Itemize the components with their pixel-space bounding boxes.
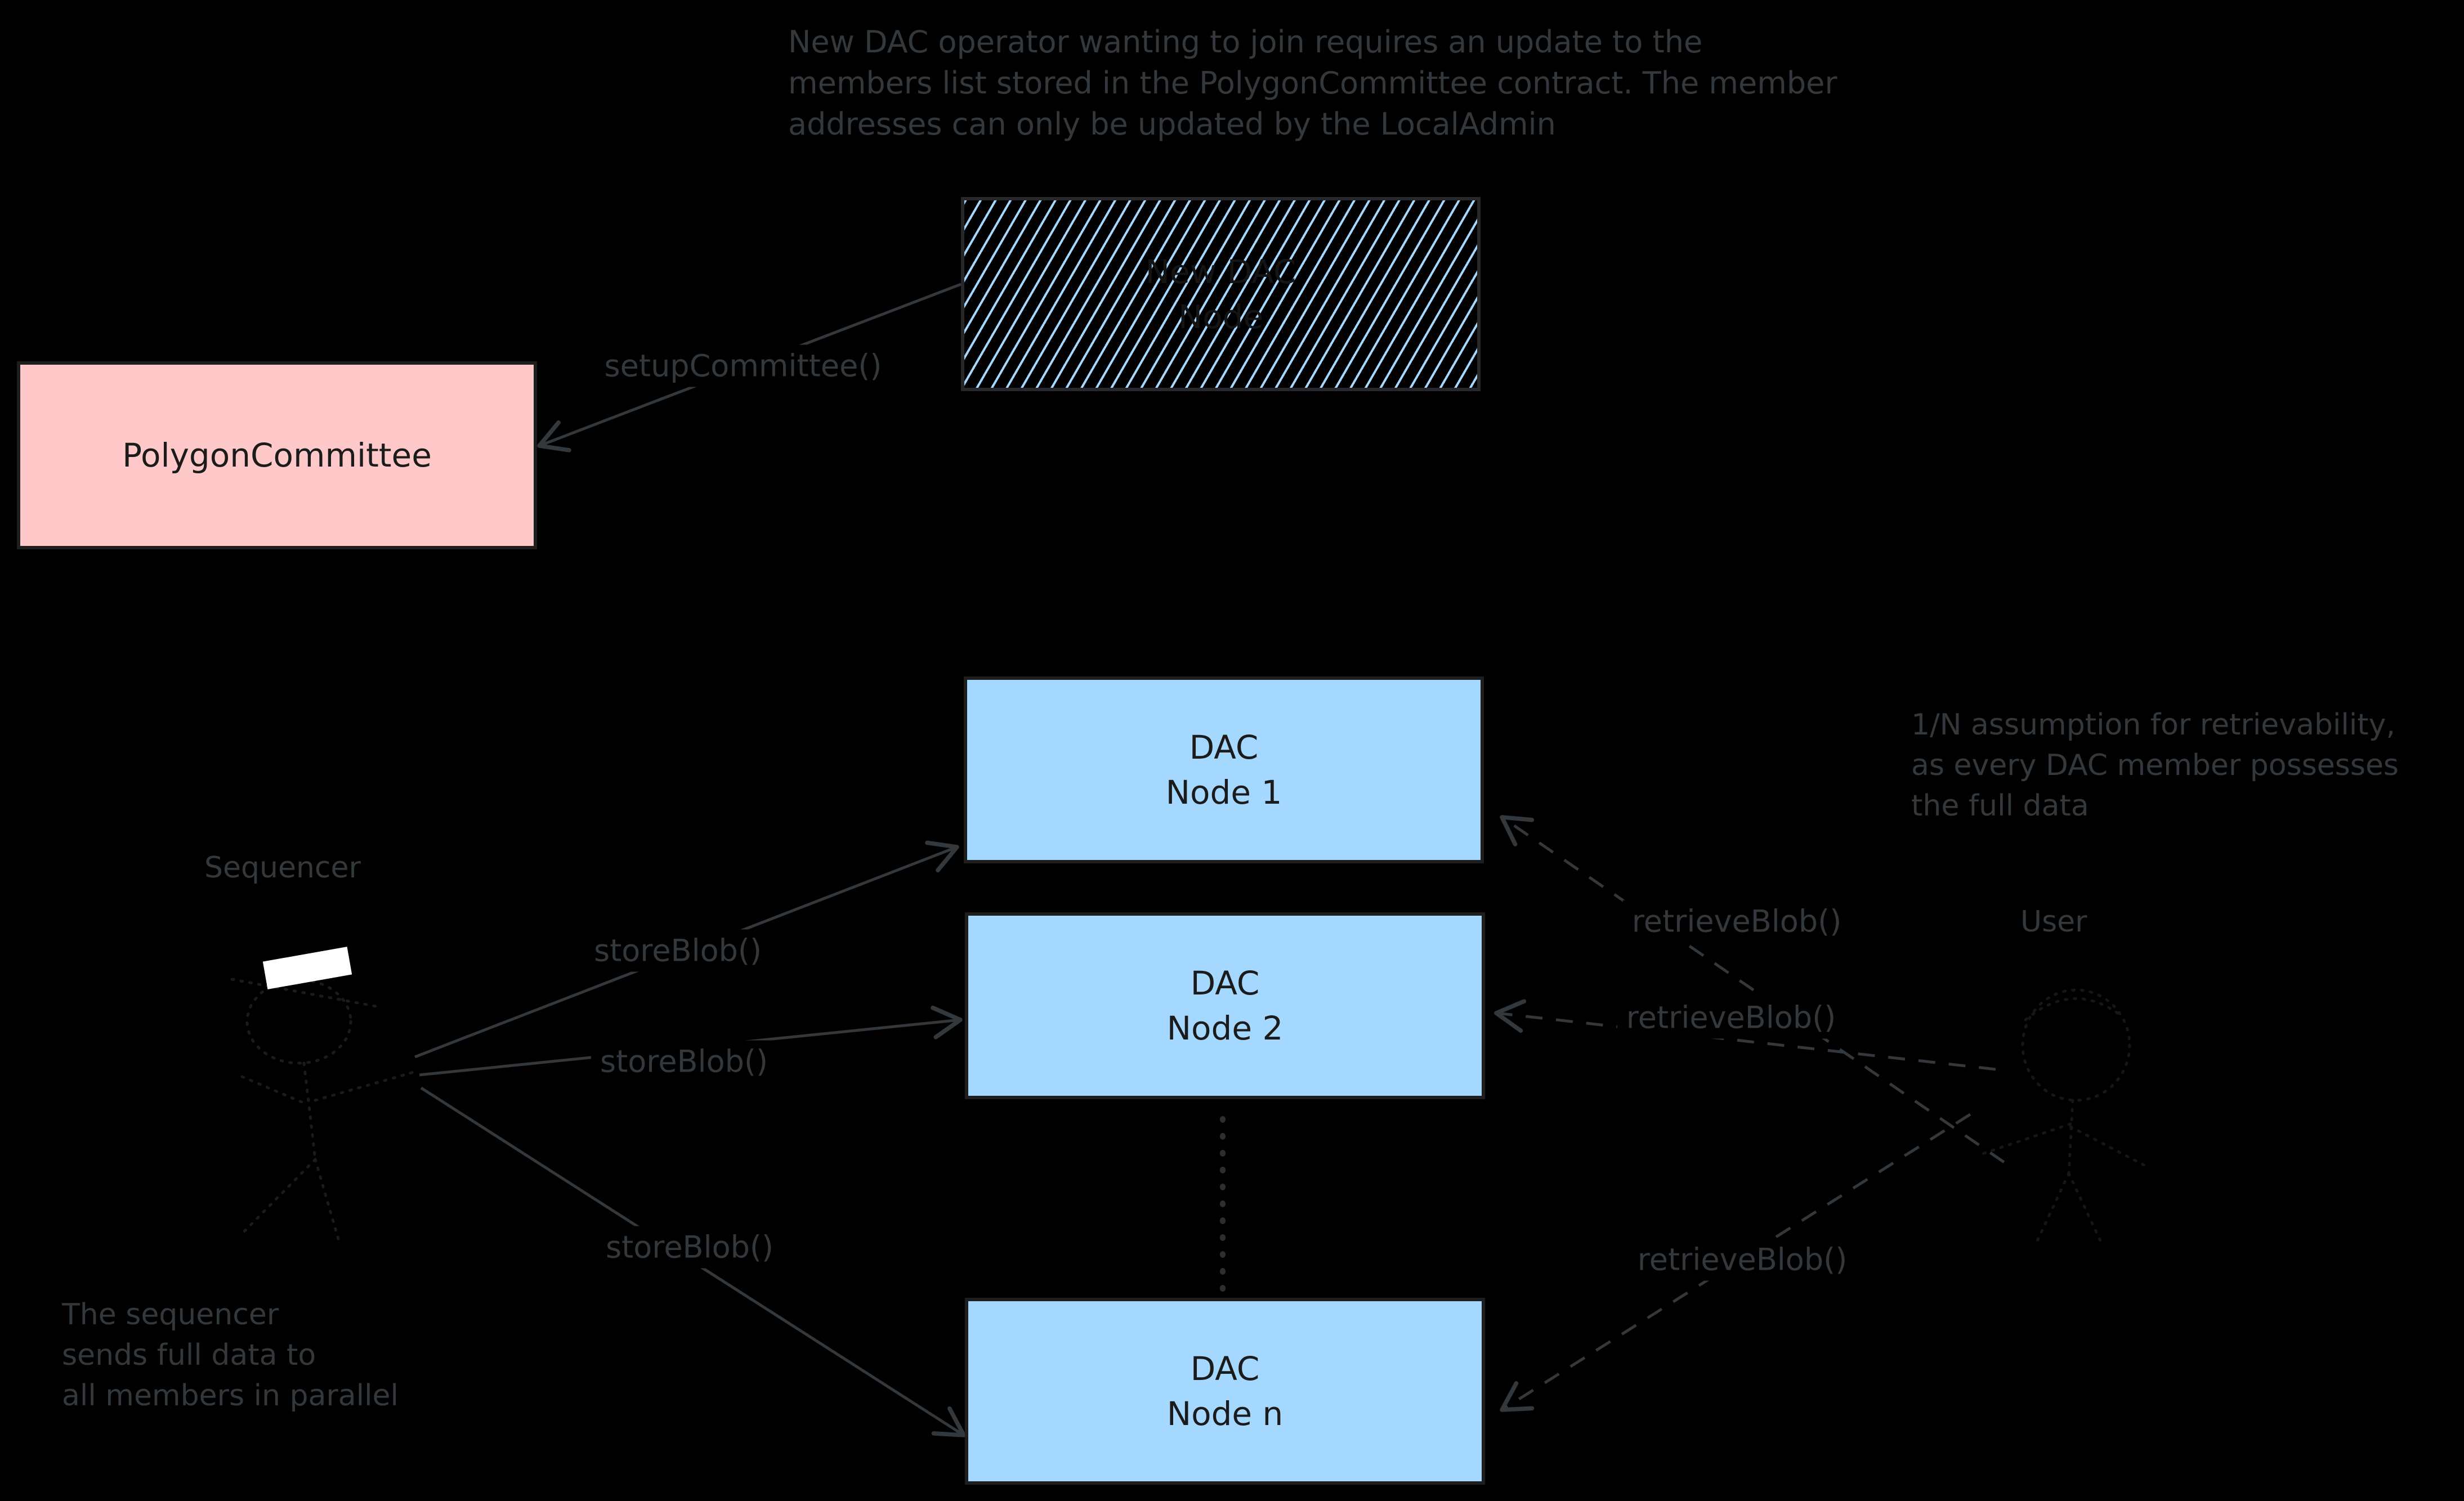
sequencer-head	[245, 978, 352, 1065]
note-sequencer-line1: The sequencer	[62, 1298, 279, 1332]
sequencer-leg-right	[314, 1158, 341, 1243]
note-new-dac-operator-line2: members list stored in the PolygonCommit…	[788, 65, 1837, 101]
note-sequencer-line2: sends full data to	[62, 1338, 316, 1372]
edge-label-retrieve-blob-2: retrieveBlob()	[1617, 996, 1845, 1039]
user-label: User	[2020, 905, 2087, 939]
box-dac-node-n-label-line1: DAC	[1190, 1350, 1260, 1388]
user-arm-left	[1978, 1122, 2072, 1157]
sequencer-hat-brim	[230, 978, 378, 1008]
note-retrievability-line1: 1/N assumption for retrievability,	[1911, 708, 2395, 742]
note-retrievability-assumption: 1/N assumption for retrievability, as ev…	[1911, 705, 2399, 826]
edge-retrieve-blob-1-arrow	[1500, 815, 2005, 1164]
box-new-dac-node: New DAC Node	[961, 197, 1481, 391]
edge-retrieve-blob-2-arrow	[1494, 999, 1996, 1071]
note-sequencer-parallel: The sequencer sends full data to all mem…	[62, 1294, 399, 1416]
note-new-dac-operator-line1: New DAC operator wanting to join require…	[788, 24, 1703, 60]
note-new-dac-operator: New DAC operator wanting to join require…	[788, 21, 1837, 145]
user-leg-left	[2033, 1172, 2071, 1247]
box-dac-node-2: DAC Node 2	[965, 912, 1485, 1099]
edge-label-retrieve-blob-3: retrieveBlob()	[1628, 1238, 1857, 1281]
box-dac-node-n: DAC Node n	[965, 1298, 1485, 1485]
box-polygon-committee: PolygonCommittee	[17, 361, 537, 549]
box-dac-node-1: DAC Node 1	[964, 676, 1484, 863]
box-dac-node-1-label-line2: Node 1	[1165, 773, 1282, 812]
user-head	[2021, 988, 2131, 1102]
sequencer-arm-right	[314, 1069, 419, 1102]
edge-label-retrieve-blob-1: retrieveBlob()	[1622, 900, 1851, 943]
box-dac-node-2-label-line1: DAC	[1190, 964, 1260, 1002]
sequencer-leg-left	[242, 1158, 317, 1234]
sequencer-body	[302, 1061, 317, 1161]
edge-label-store-blob-2: storeBlob()	[591, 1040, 777, 1083]
sequencer-hat-icon	[262, 947, 352, 989]
edge-label-store-blob-3: storeBlob()	[596, 1226, 783, 1269]
sequencer-actor-icon	[230, 978, 419, 1243]
user-body	[2067, 1099, 2074, 1175]
user-leg-right	[2067, 1172, 2104, 1247]
box-dac-node-n-label-line2: Node n	[1166, 1395, 1284, 1433]
box-dac-node-1-label-line1: DAC	[1189, 728, 1259, 767]
box-polygon-committee-label: PolygonCommittee	[122, 436, 432, 474]
edge-label-setup-committee: setupCommittee()	[595, 344, 891, 387]
box-dac-node-2-label-line2: Node 2	[1166, 1009, 1284, 1047]
note-retrievability-line3: the full data	[1911, 789, 2089, 823]
sequencer-label: Sequencer	[204, 851, 361, 885]
note-new-dac-operator-line3: addresses can only be updated by the Loc…	[788, 106, 1556, 142]
user-arm-right	[2069, 1125, 2151, 1170]
note-retrievability-line2: as every DAC member possesses	[1911, 749, 2399, 782]
user-actor-icon	[1978, 988, 2151, 1247]
note-sequencer-line3: all members in parallel	[62, 1379, 399, 1413]
box-new-dac-node-label-line1: New DAC	[1145, 252, 1296, 291]
box-new-dac-node-label-line2: Node	[1178, 297, 1264, 336]
edge-label-store-blob-1: storeBlob()	[584, 929, 771, 972]
user-hair	[2024, 997, 2121, 1021]
sequencer-arm-left	[240, 1075, 308, 1106]
